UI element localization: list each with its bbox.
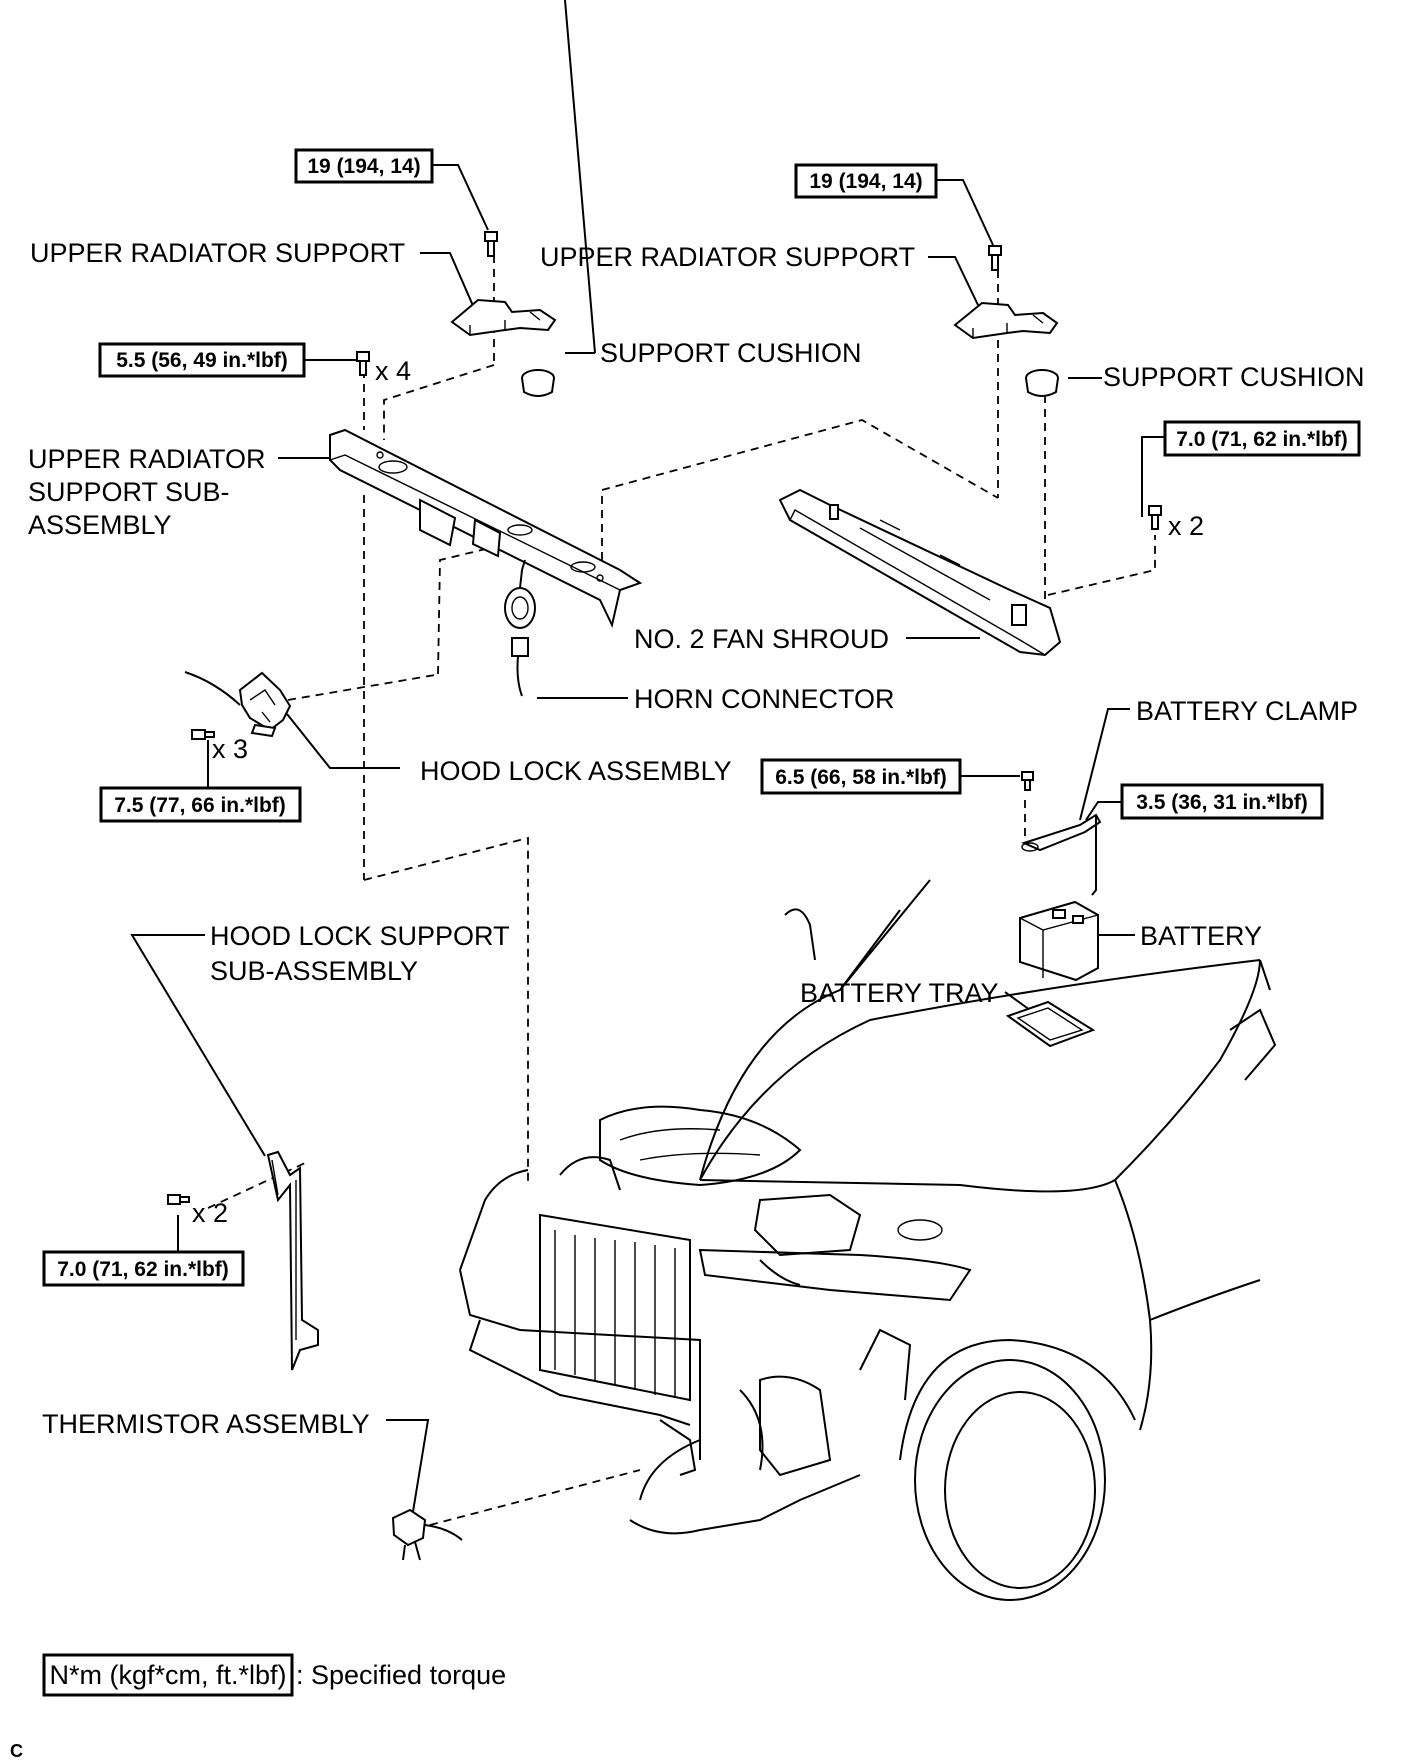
torque-box-sub-assembly: 5.5 (56, 49 in.*lbf) xyxy=(98,342,306,378)
legend-box-text: N*m (kgf*cm, ft.*lbf) xyxy=(49,1660,286,1690)
leader-lines xyxy=(130,0,1165,1531)
horn-part xyxy=(504,559,536,697)
bolt-fan-shroud xyxy=(1148,505,1162,530)
label-no2-fan-shroud: NO. 2 FAN SHROUD xyxy=(634,624,889,654)
qty-sub-assembly-bolt: x 4 xyxy=(375,356,411,386)
bolt-hood-lock xyxy=(191,729,215,740)
qty-hood-lock-support-bolt: x 2 xyxy=(192,1198,228,1228)
thermistor-assembly-part xyxy=(391,1508,463,1561)
torque-value: 3.5 (36, 31 in.*lbf) xyxy=(1136,791,1308,814)
dashed-alignment-lines xyxy=(207,255,1156,1526)
label-hood-lock-support-1: HOOD LOCK SUPPORT xyxy=(210,921,510,951)
vehicle-outline xyxy=(459,879,1277,1601)
battery-clamp-part xyxy=(1021,813,1102,896)
legend-description: : Specified torque xyxy=(296,1660,506,1690)
bolt-upper-right xyxy=(988,245,1002,271)
torque-value: 7.0 (71, 62 in.*lbf) xyxy=(1176,428,1348,451)
torque-box-fan-shroud: 7.0 (71, 62 in.*lbf) xyxy=(1163,420,1361,457)
hood-lock-assembly-part xyxy=(184,671,292,738)
label-horn-connector: HORN CONNECTOR xyxy=(634,684,895,714)
label-hood-lock-support-2: SUB-ASSEMBLY xyxy=(210,956,418,986)
label-battery: BATTERY xyxy=(1140,921,1262,951)
torque-value: 6.5 (66, 58 in.*lbf) xyxy=(775,766,947,789)
support-cushion-left xyxy=(521,369,555,397)
upper-radiator-support-bracket-right xyxy=(953,301,1059,340)
bolt-battery-clamp xyxy=(1021,771,1034,791)
support-cushion-right xyxy=(1025,369,1059,397)
torque-value: 19 (194, 14) xyxy=(307,155,420,178)
label-support-cushion-left: SUPPORT CUSHION xyxy=(600,338,862,368)
torque-box-upper-right: 19 (194, 14) xyxy=(794,163,938,199)
qty-hood-lock-bolt: x 3 xyxy=(212,734,248,764)
torque-box-upper-left: 19 (194, 14) xyxy=(294,148,434,184)
upper-radiator-support-bracket-left xyxy=(450,298,557,337)
label-thermistor-assembly: THERMISTOR ASSEMBLY xyxy=(42,1409,370,1439)
torque-box-hood-lock: 7.5 (77, 66 in.*lbf) xyxy=(99,786,302,823)
torque-box-battery-clamp-bolt: 6.5 (66, 58 in.*lbf) xyxy=(760,758,962,795)
label-battery-clamp: BATTERY CLAMP xyxy=(1136,696,1358,726)
upper-radiator-support-sub-assembly-part xyxy=(329,428,643,629)
battery-part xyxy=(1019,900,1099,982)
torque-box-hood-lock-support: 7.0 (71, 62 in.*lbf) xyxy=(42,1250,245,1287)
torque-value: 5.5 (56, 49 in.*lbf) xyxy=(116,349,288,372)
label-battery-tray: BATTERY TRAY xyxy=(800,978,999,1008)
label-upper-radiator-support-sub-assembly-1: UPPER RADIATOR xyxy=(28,444,266,474)
torque-legend: N*m (kgf*cm, ft.*lbf) : Specified torque xyxy=(42,1653,506,1697)
no2-fan-shroud-part xyxy=(778,488,1062,657)
hood-lock-support-sub-assembly-part xyxy=(266,1150,319,1371)
label-support-cushion-right: SUPPORT CUSHION xyxy=(1103,362,1365,392)
corner-code: C xyxy=(10,1741,23,1761)
label-upper-radiator-support-left: UPPER RADIATOR SUPPORT xyxy=(30,238,405,268)
bolt-hood-lock-support xyxy=(167,1194,190,1205)
torque-value: 7.5 (77, 66 in.*lbf) xyxy=(114,794,286,817)
torque-value: 7.0 (71, 62 in.*lbf) xyxy=(57,1258,229,1281)
torque-value: 19 (194, 14) xyxy=(809,170,922,193)
bolt-upper-left xyxy=(484,231,498,257)
label-upper-radiator-support-sub-assembly-2: SUPPORT SUB- xyxy=(28,477,230,507)
label-hood-lock-assembly: HOOD LOCK ASSEMBLY xyxy=(420,756,732,786)
label-upper-radiator-support-sub-assembly-3: ASSEMBLY xyxy=(28,510,172,540)
bolt-sub-assembly xyxy=(356,351,370,376)
label-upper-radiator-support-right: UPPER RADIATOR SUPPORT xyxy=(540,242,915,272)
qty-fan-shroud-bolt: x 2 xyxy=(1168,511,1204,541)
torque-box-battery-clamp-nut: 3.5 (36, 31 in.*lbf) xyxy=(1120,783,1324,820)
battery-tray-part xyxy=(1005,1000,1096,1048)
